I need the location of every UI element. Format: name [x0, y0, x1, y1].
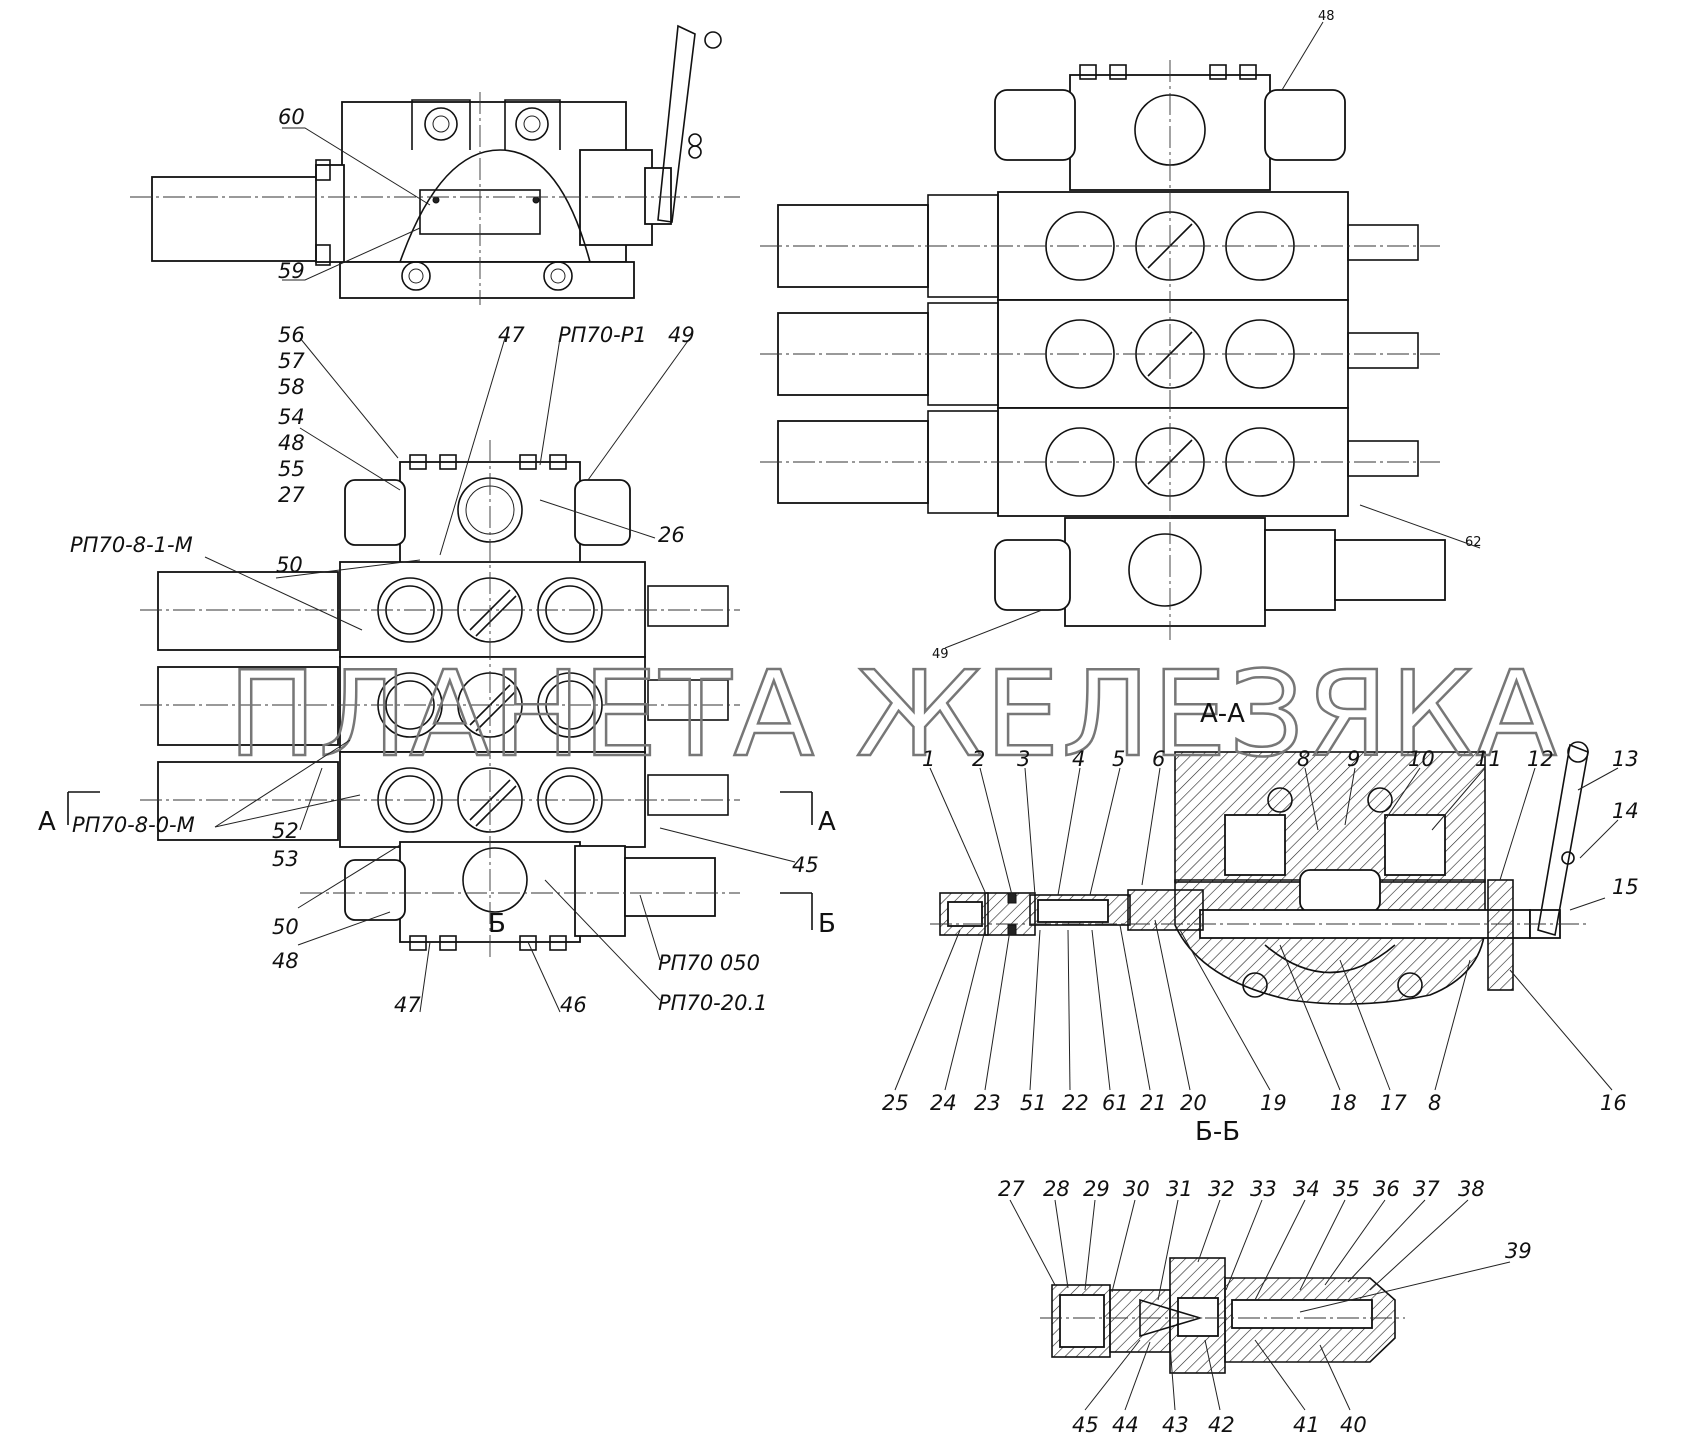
callout-bb-34: 34 — [1293, 1177, 1320, 1201]
callout-rp70-8-0-m: РП70-8-0-М — [72, 813, 195, 837]
callout-46: 46 — [560, 993, 587, 1017]
callout-aa-1: 1 — [922, 747, 935, 771]
callout-aa-2: 2 — [972, 747, 985, 771]
callout-bb-29: 29 — [1083, 1177, 1110, 1201]
callout-aa-8: 8 — [1297, 747, 1310, 771]
callout-labels: 60 59 56 57 58 54 48 55 27 47 РП70-Р1 49… — [70, 9, 1639, 1437]
callout-58: 58 — [278, 375, 305, 399]
callout-aa-22: 22 — [1062, 1091, 1089, 1115]
callout-aa-16: 16 — [1600, 1091, 1627, 1115]
callout-bb-38: 38 — [1458, 1177, 1485, 1201]
callout-rp70-8-1-m: РП70-8-1-М — [70, 533, 193, 557]
callout-48: 48 — [278, 431, 305, 455]
callout-aa-51: 51 — [1020, 1091, 1047, 1115]
callout-bb-32: 32 — [1208, 1177, 1235, 1201]
cut-mark-b-right: Б — [818, 909, 836, 939]
callout-rp70-20-1: РП70-20.1 — [658, 991, 768, 1015]
callout-bb-40: 40 — [1340, 1413, 1367, 1437]
callout-aa-15: 15 — [1612, 875, 1639, 899]
callout-56: 56 — [278, 323, 305, 347]
callout-aa-24: 24 — [930, 1091, 957, 1115]
callout-aa-11: 11 — [1475, 747, 1502, 771]
callout-59: 59 — [278, 259, 305, 283]
callout-rp70-050: РП70 050 — [658, 951, 760, 975]
side-view — [760, 60, 1446, 640]
callout-aa-25: 25 — [882, 1091, 909, 1115]
section-title-bb: Б-Б — [1195, 1117, 1240, 1147]
callout-bb-45: 45 — [1072, 1413, 1099, 1437]
section-1 — [157, 561, 729, 658]
callout-aa-9: 9 — [1347, 747, 1360, 771]
callout-bb-35: 35 — [1333, 1177, 1360, 1201]
watermark-text: ПЛАНЕТА ЖЕЛЕЗЯКА — [228, 645, 1559, 783]
callout-bb-43: 43 — [1162, 1413, 1189, 1437]
callout-57: 57 — [278, 349, 305, 373]
callout-aa-8-bottom: 8 — [1428, 1091, 1441, 1115]
callout-bb-44: 44 — [1112, 1413, 1139, 1437]
callout-bb-36: 36 — [1373, 1177, 1400, 1201]
section-bb — [1040, 1257, 1405, 1374]
callout-49-side: 49 — [932, 647, 949, 662]
callout-bb-30: 30 — [1123, 1177, 1150, 1201]
cut-mark-a-left: А — [38, 807, 56, 837]
callout-52: 52 — [272, 819, 299, 843]
callout-aa-23: 23 — [974, 1091, 1001, 1115]
callout-48-bottom: 48 — [272, 949, 299, 973]
callout-45: 45 — [792, 853, 819, 877]
callout-aa-14: 14 — [1612, 799, 1639, 823]
callout-aa-18: 18 — [1330, 1091, 1357, 1115]
callout-rp70-p1: РП70-Р1 — [558, 323, 647, 347]
callout-50-top: 50 — [276, 553, 303, 577]
section-3 — [157, 751, 729, 848]
section-title-aa: А-А — [1200, 699, 1245, 729]
callout-aa-6: 6 — [1152, 747, 1165, 771]
section-aa — [930, 741, 1590, 1005]
callout-aa-10: 10 — [1408, 747, 1435, 771]
callout-aa-4: 4 — [1072, 747, 1085, 771]
callout-55: 55 — [278, 457, 305, 481]
callout-aa-21: 21 — [1140, 1091, 1167, 1115]
callout-47-top: 47 — [498, 323, 525, 347]
callout-27: 27 — [278, 483, 305, 507]
callout-53: 53 — [272, 847, 299, 871]
callout-48-side: 48 — [1318, 9, 1335, 24]
callout-bb-33: 33 — [1250, 1177, 1277, 1201]
callout-60: 60 — [278, 105, 305, 129]
callout-aa-5: 5 — [1112, 747, 1125, 771]
callout-bb-27: 27 — [998, 1177, 1025, 1201]
callout-bb-31: 31 — [1166, 1177, 1193, 1201]
callout-62: 62 — [1465, 535, 1482, 550]
callout-50-bottom: 50 — [272, 915, 299, 939]
leader-lines — [204, 21, 1619, 1411]
cut-mark-a-right: А — [818, 807, 836, 837]
callout-aa-61: 61 — [1102, 1091, 1129, 1115]
callout-54: 54 — [278, 405, 305, 429]
callout-bb-42: 42 — [1208, 1413, 1235, 1437]
callout-47-bottom: 47 — [394, 993, 421, 1017]
callout-aa-12: 12 — [1527, 747, 1554, 771]
callout-aa-3: 3 — [1017, 747, 1030, 771]
callout-aa-19: 19 — [1260, 1091, 1287, 1115]
callout-bb-28: 28 — [1043, 1177, 1070, 1201]
top-view — [130, 24, 740, 305]
callout-bb-37: 37 — [1413, 1177, 1440, 1201]
callout-aa-20: 20 — [1180, 1091, 1207, 1115]
callout-bb-41: 41 — [1293, 1413, 1320, 1437]
front-view — [140, 440, 740, 960]
cut-marks: А А Б Б — [38, 791, 836, 939]
callout-49: 49 — [668, 323, 695, 347]
callout-26: 26 — [658, 523, 685, 547]
cut-mark-b-left: Б — [488, 909, 506, 939]
callout-aa-13: 13 — [1612, 747, 1639, 771]
callout-bb-39: 39 — [1505, 1239, 1532, 1263]
callout-aa-17: 17 — [1380, 1091, 1407, 1115]
section-2 — [157, 656, 729, 753]
